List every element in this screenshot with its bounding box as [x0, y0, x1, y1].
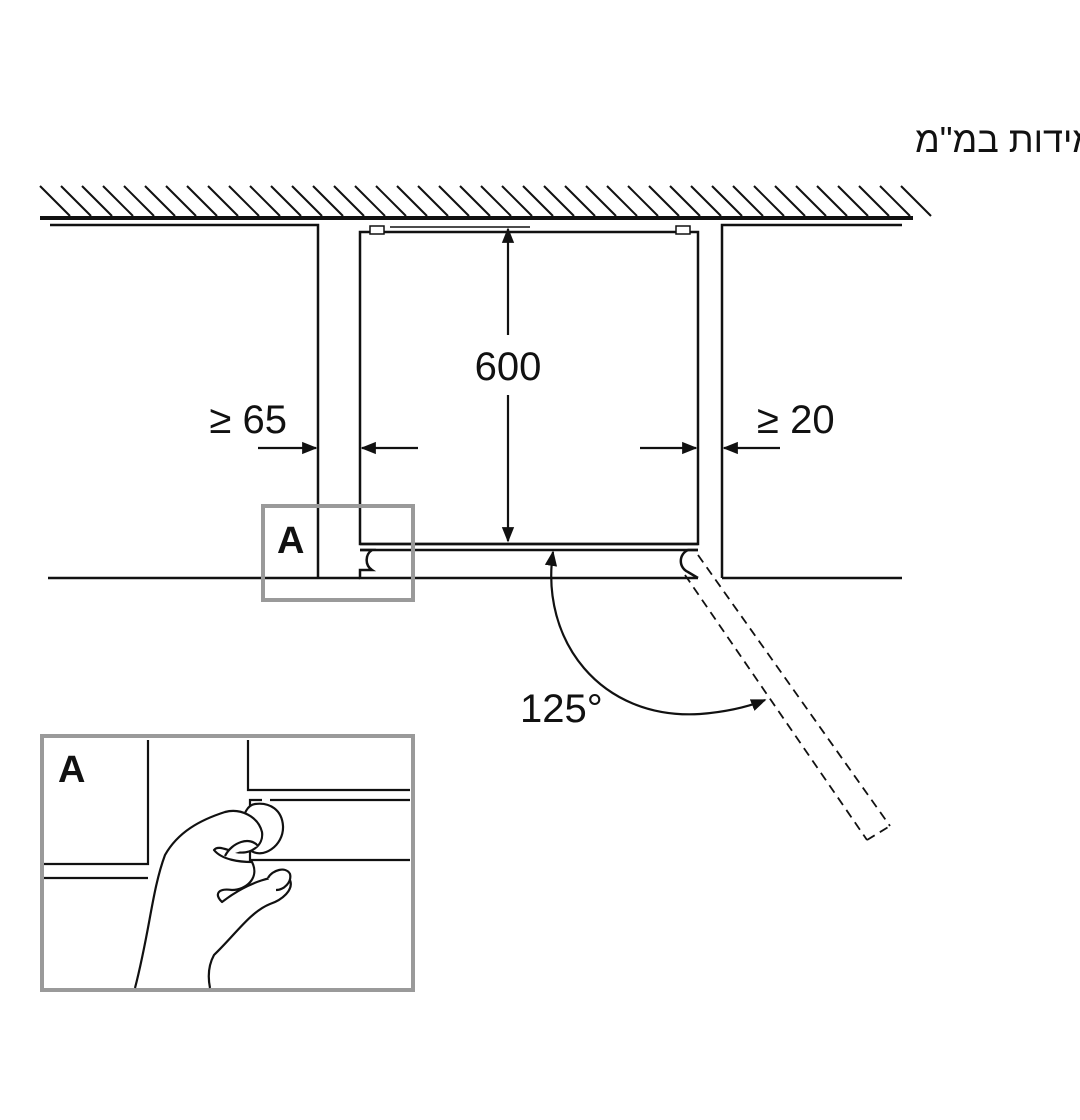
wall [39, 185, 932, 220]
wall-hatch-line [291, 185, 323, 217]
wall-hatch-line [900, 185, 932, 217]
wall-hatch-line [375, 185, 407, 217]
wall-hatch-line [228, 185, 260, 217]
wall-hatch-line [837, 185, 869, 217]
wall-hatch-line [144, 185, 176, 217]
wall-hatch-line [816, 185, 848, 217]
appliance-door [358, 542, 699, 580]
wall-hatch-line [564, 185, 596, 217]
appliance-body [358, 225, 700, 546]
wall-hatch-line [795, 185, 827, 217]
wall-hatch-line [732, 185, 764, 217]
wall-hatch-line [858, 185, 890, 217]
wall-hatch-line [186, 185, 218, 217]
wall-hatch-line [522, 185, 554, 217]
left-cabinet [48, 223, 360, 580]
wall-hatch-line [879, 185, 911, 217]
wall-hatch-line [627, 185, 659, 217]
detail-view: A [40, 734, 415, 992]
wall-hatch-line [102, 185, 134, 217]
wall-hatch-line [480, 185, 512, 217]
wall-hatch-line [648, 185, 680, 217]
hand-illustration [133, 809, 292, 989]
wall-hatch-line [585, 185, 617, 217]
wall-hatch-line [459, 185, 491, 217]
wall-hatch-line [249, 185, 281, 217]
wall-hatch-line [438, 185, 470, 217]
wall-hatch-line [711, 185, 743, 217]
wall-hatch-line [543, 185, 575, 217]
units-title: מידות במ"מ [915, 119, 1080, 160]
wall-hatch-line [312, 185, 344, 217]
door-angle-arc [544, 550, 767, 716]
wall-hatch-line [417, 185, 449, 217]
callout-marker-frame [261, 504, 415, 602]
wall-hatch-line [501, 185, 533, 217]
detail-view-label: A [58, 749, 85, 791]
right-gap-label: ≥ 20 [757, 398, 835, 442]
wall-hatch-line [669, 185, 701, 217]
wall-hatch-line [165, 185, 197, 217]
wall-hatch-line [333, 185, 365, 217]
wall-hatch-line [606, 185, 638, 217]
door-open-outline [684, 554, 891, 841]
callout-marker-label: A [277, 520, 304, 562]
door-angle-label: 125° [520, 687, 603, 731]
wall-hatch-line [690, 185, 722, 217]
wall-hatch-line [81, 185, 113, 217]
wall-hatch-line [354, 185, 386, 217]
height-label: 600 [475, 345, 542, 389]
wall-hatch-line [207, 185, 239, 217]
wall-hatch-line [39, 185, 71, 217]
wall-hatch-line [270, 185, 302, 217]
wall-hatch-line [753, 185, 785, 217]
wall-hatch-line [396, 185, 428, 217]
wall-hatch-line [60, 185, 92, 217]
left-gap-label: ≥ 65 [209, 398, 287, 442]
wall-hatch-line [774, 185, 806, 217]
wall-hatch-line [123, 185, 155, 217]
